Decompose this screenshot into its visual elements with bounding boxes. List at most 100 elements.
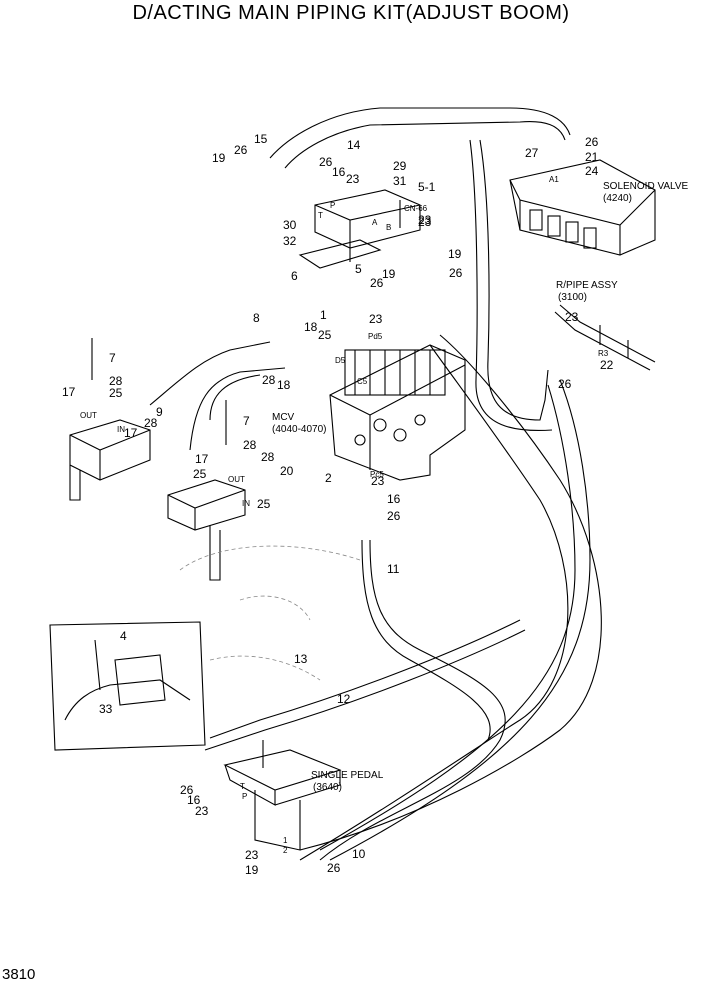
callout-number: 1 bbox=[320, 308, 327, 322]
callout-number: 26 bbox=[180, 783, 194, 797]
port-label: T bbox=[240, 782, 245, 791]
callout-number: 23 bbox=[565, 310, 579, 324]
callout-number: 5-1 bbox=[418, 180, 436, 194]
callout-number: 19 bbox=[382, 267, 396, 281]
callout-number: 12 bbox=[337, 692, 351, 706]
port-label: R3 bbox=[598, 349, 609, 358]
callout-number: 16 bbox=[387, 492, 401, 506]
valve-block-5 bbox=[314, 189, 421, 249]
callout-number: 26 bbox=[319, 155, 333, 169]
callout-number: 18 bbox=[304, 320, 318, 334]
callout-number: 15 bbox=[254, 132, 268, 146]
callout-number: 19 bbox=[448, 247, 462, 261]
port-label: OUT bbox=[80, 411, 97, 420]
callout-number: 28 bbox=[261, 450, 275, 464]
hose-8 bbox=[149, 341, 271, 406]
callout-number: 23 bbox=[195, 804, 209, 818]
hose-12-top bbox=[204, 629, 526, 751]
port-label: 1 bbox=[283, 836, 288, 845]
callout-number: 28 bbox=[144, 416, 158, 430]
callout-number: 26 bbox=[387, 509, 401, 523]
callout-number: 31 bbox=[393, 174, 407, 188]
callout-number: 2 bbox=[325, 471, 332, 485]
callout-number: 28 bbox=[262, 373, 276, 387]
callout-number: 17 bbox=[195, 452, 209, 466]
port-label: IN bbox=[117, 425, 125, 434]
callout-number: 20 bbox=[280, 464, 294, 478]
callout-number: 24 bbox=[585, 164, 599, 178]
callout-number: 23 bbox=[418, 213, 432, 227]
callout-number: 4 bbox=[120, 629, 127, 643]
hose-14-outer bbox=[269, 107, 571, 159]
callout-number: 14 bbox=[347, 138, 361, 152]
callout-number: 25 bbox=[109, 386, 123, 400]
port-label: OUT bbox=[228, 475, 245, 484]
callout-number: 10 bbox=[352, 847, 366, 861]
component-label-single-pedal: SINGLE PEDAL bbox=[311, 770, 384, 781]
page-number: 3810 bbox=[2, 966, 36, 983]
callout-number: 16 bbox=[332, 165, 346, 179]
callout-number: 7 bbox=[109, 351, 116, 365]
callout-number: 30 bbox=[283, 218, 297, 232]
callout-number: 8 bbox=[253, 311, 260, 325]
bracket-6 bbox=[298, 239, 382, 269]
hose-8b bbox=[189, 367, 286, 451]
port-label: A1 bbox=[549, 175, 559, 184]
component-label-mcv: MCV bbox=[272, 412, 295, 423]
callout-number: 7 bbox=[243, 414, 250, 428]
callout-number: 26 bbox=[585, 135, 599, 149]
component-label-solenoid-valve-code: (4240) bbox=[603, 193, 632, 204]
hose-14 bbox=[284, 121, 566, 169]
callout-number: 9 bbox=[156, 405, 163, 419]
callout-number: 6 bbox=[291, 269, 298, 283]
callout-number: 23 bbox=[245, 848, 259, 862]
callout-number: 33 bbox=[99, 702, 113, 716]
callout-number: 25 bbox=[193, 467, 207, 481]
callout-number: 28 bbox=[109, 374, 123, 388]
callout-number: 25 bbox=[257, 497, 271, 511]
port-label: IN bbox=[242, 499, 250, 508]
callout-number: 23 bbox=[418, 215, 432, 229]
port-label: 2 bbox=[283, 846, 288, 855]
component-label-solenoid-valve: SOLENOID VALVE bbox=[603, 181, 689, 192]
callout-number: 23 bbox=[369, 312, 383, 326]
callout-number: 22 bbox=[600, 358, 614, 372]
component-label-cn66: CN-66 bbox=[404, 204, 428, 213]
callout-number: 23 bbox=[346, 172, 360, 186]
hose-13-top bbox=[209, 619, 521, 739]
callout-number: 18 bbox=[277, 378, 291, 392]
hose-8c bbox=[209, 374, 261, 421]
callout-number: 26 bbox=[327, 861, 341, 875]
hose-rpipe-a bbox=[479, 139, 549, 421]
rpipe-assy bbox=[554, 311, 651, 371]
port-label: C5 bbox=[357, 377, 368, 386]
rcv-bracket-right bbox=[167, 479, 246, 531]
callout-number: 25 bbox=[318, 328, 332, 342]
port-label: T bbox=[318, 211, 323, 220]
hose-12 bbox=[299, 344, 569, 861]
callout-number: 32 bbox=[283, 234, 297, 248]
callout-number: 23 bbox=[371, 474, 385, 488]
hose-11 bbox=[319, 539, 506, 861]
port-label: Pc5 bbox=[370, 470, 384, 479]
callout-number: 27 bbox=[525, 146, 539, 160]
component-label-rpipe-assy-code: (3100) bbox=[558, 292, 587, 303]
callout-number: 26 bbox=[449, 266, 463, 280]
page-title: D/ACTING MAIN PIPING KIT(ADJUST BOOM) bbox=[132, 2, 570, 24]
port-label: B bbox=[386, 223, 391, 232]
hose-rpipe-b bbox=[469, 139, 553, 432]
callout-number: 13 bbox=[294, 652, 308, 666]
hose-11b bbox=[361, 539, 491, 741]
callout-number: 19 bbox=[212, 151, 226, 165]
inset-frame bbox=[49, 621, 206, 751]
callout-number: 16 bbox=[187, 793, 201, 807]
port-label: D5 bbox=[335, 356, 346, 365]
callout-number: 26 bbox=[558, 377, 572, 391]
port-label: P bbox=[242, 792, 247, 801]
callout-number: 17 bbox=[124, 426, 138, 440]
callout-number: 26 bbox=[370, 276, 384, 290]
callout-number: 19 bbox=[245, 863, 259, 877]
callout-number: 17 bbox=[62, 385, 76, 399]
